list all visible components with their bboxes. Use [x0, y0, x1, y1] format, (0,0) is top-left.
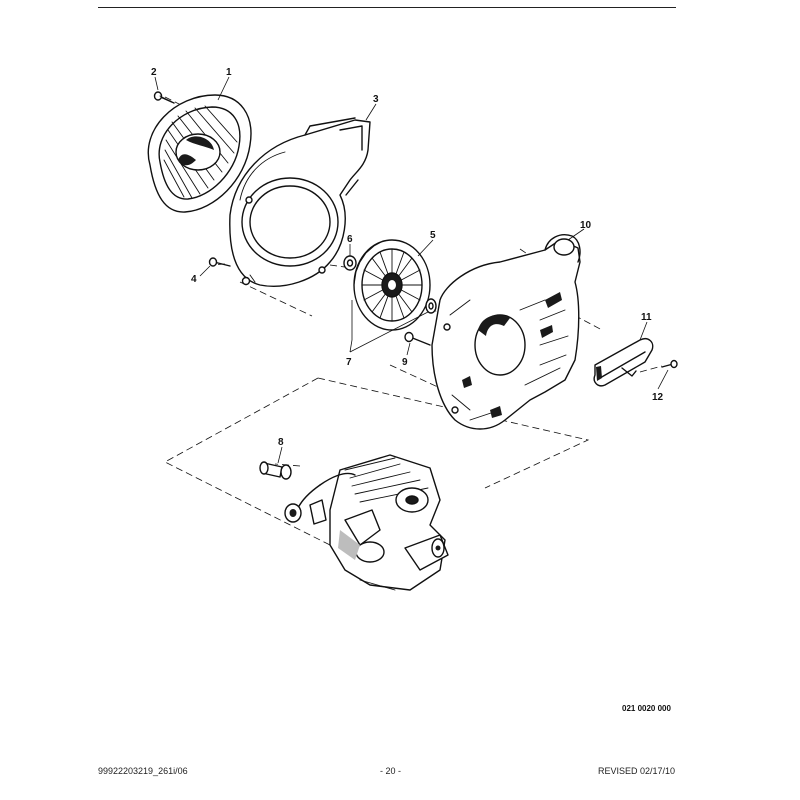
- callout-labels: 1 2 3 4 5 6 7 8 9 10 11 12: [151, 67, 664, 448]
- callout-3: 3: [373, 94, 379, 105]
- callout-4: 4: [191, 274, 197, 285]
- engine-assembly: [284, 454, 449, 591]
- footer-document-number: 99922203219_261i/06: [98, 766, 188, 776]
- part-8-bolt: [259, 461, 292, 480]
- callout-9: 9: [402, 357, 408, 368]
- callout-1: 1: [226, 67, 232, 78]
- part-6-washer: [343, 255, 357, 271]
- leader-lines: [154, 76, 669, 464]
- callout-8: 8: [278, 437, 284, 448]
- callout-10: 10: [580, 220, 592, 231]
- footer-revision-date: REVISED 02/17/10: [598, 766, 676, 776]
- callout-6: 6: [347, 234, 353, 245]
- part-11-cover: [593, 338, 654, 387]
- top-rule: [98, 7, 676, 8]
- part-10-rear-housing: [431, 234, 581, 430]
- part-7-washer: [425, 298, 437, 314]
- part-9-screw: [404, 331, 431, 346]
- figure-code: 021 0020 000: [622, 704, 671, 713]
- part-1-starter-cover: [147, 94, 252, 213]
- part-12-screw: [661, 359, 678, 369]
- callout-12: 12: [652, 392, 664, 403]
- footer-page-number: - 20 -: [380, 766, 402, 776]
- callout-2: 2: [151, 67, 157, 78]
- part-5-fan-wheel: [353, 239, 431, 331]
- part-2-screw: [153, 91, 175, 104]
- callout-11: 11: [641, 312, 652, 323]
- callout-7: 7: [346, 357, 352, 368]
- part-3-blower-housing: [229, 117, 371, 287]
- part-4-screw: [208, 257, 231, 267]
- callout-5: 5: [430, 230, 436, 241]
